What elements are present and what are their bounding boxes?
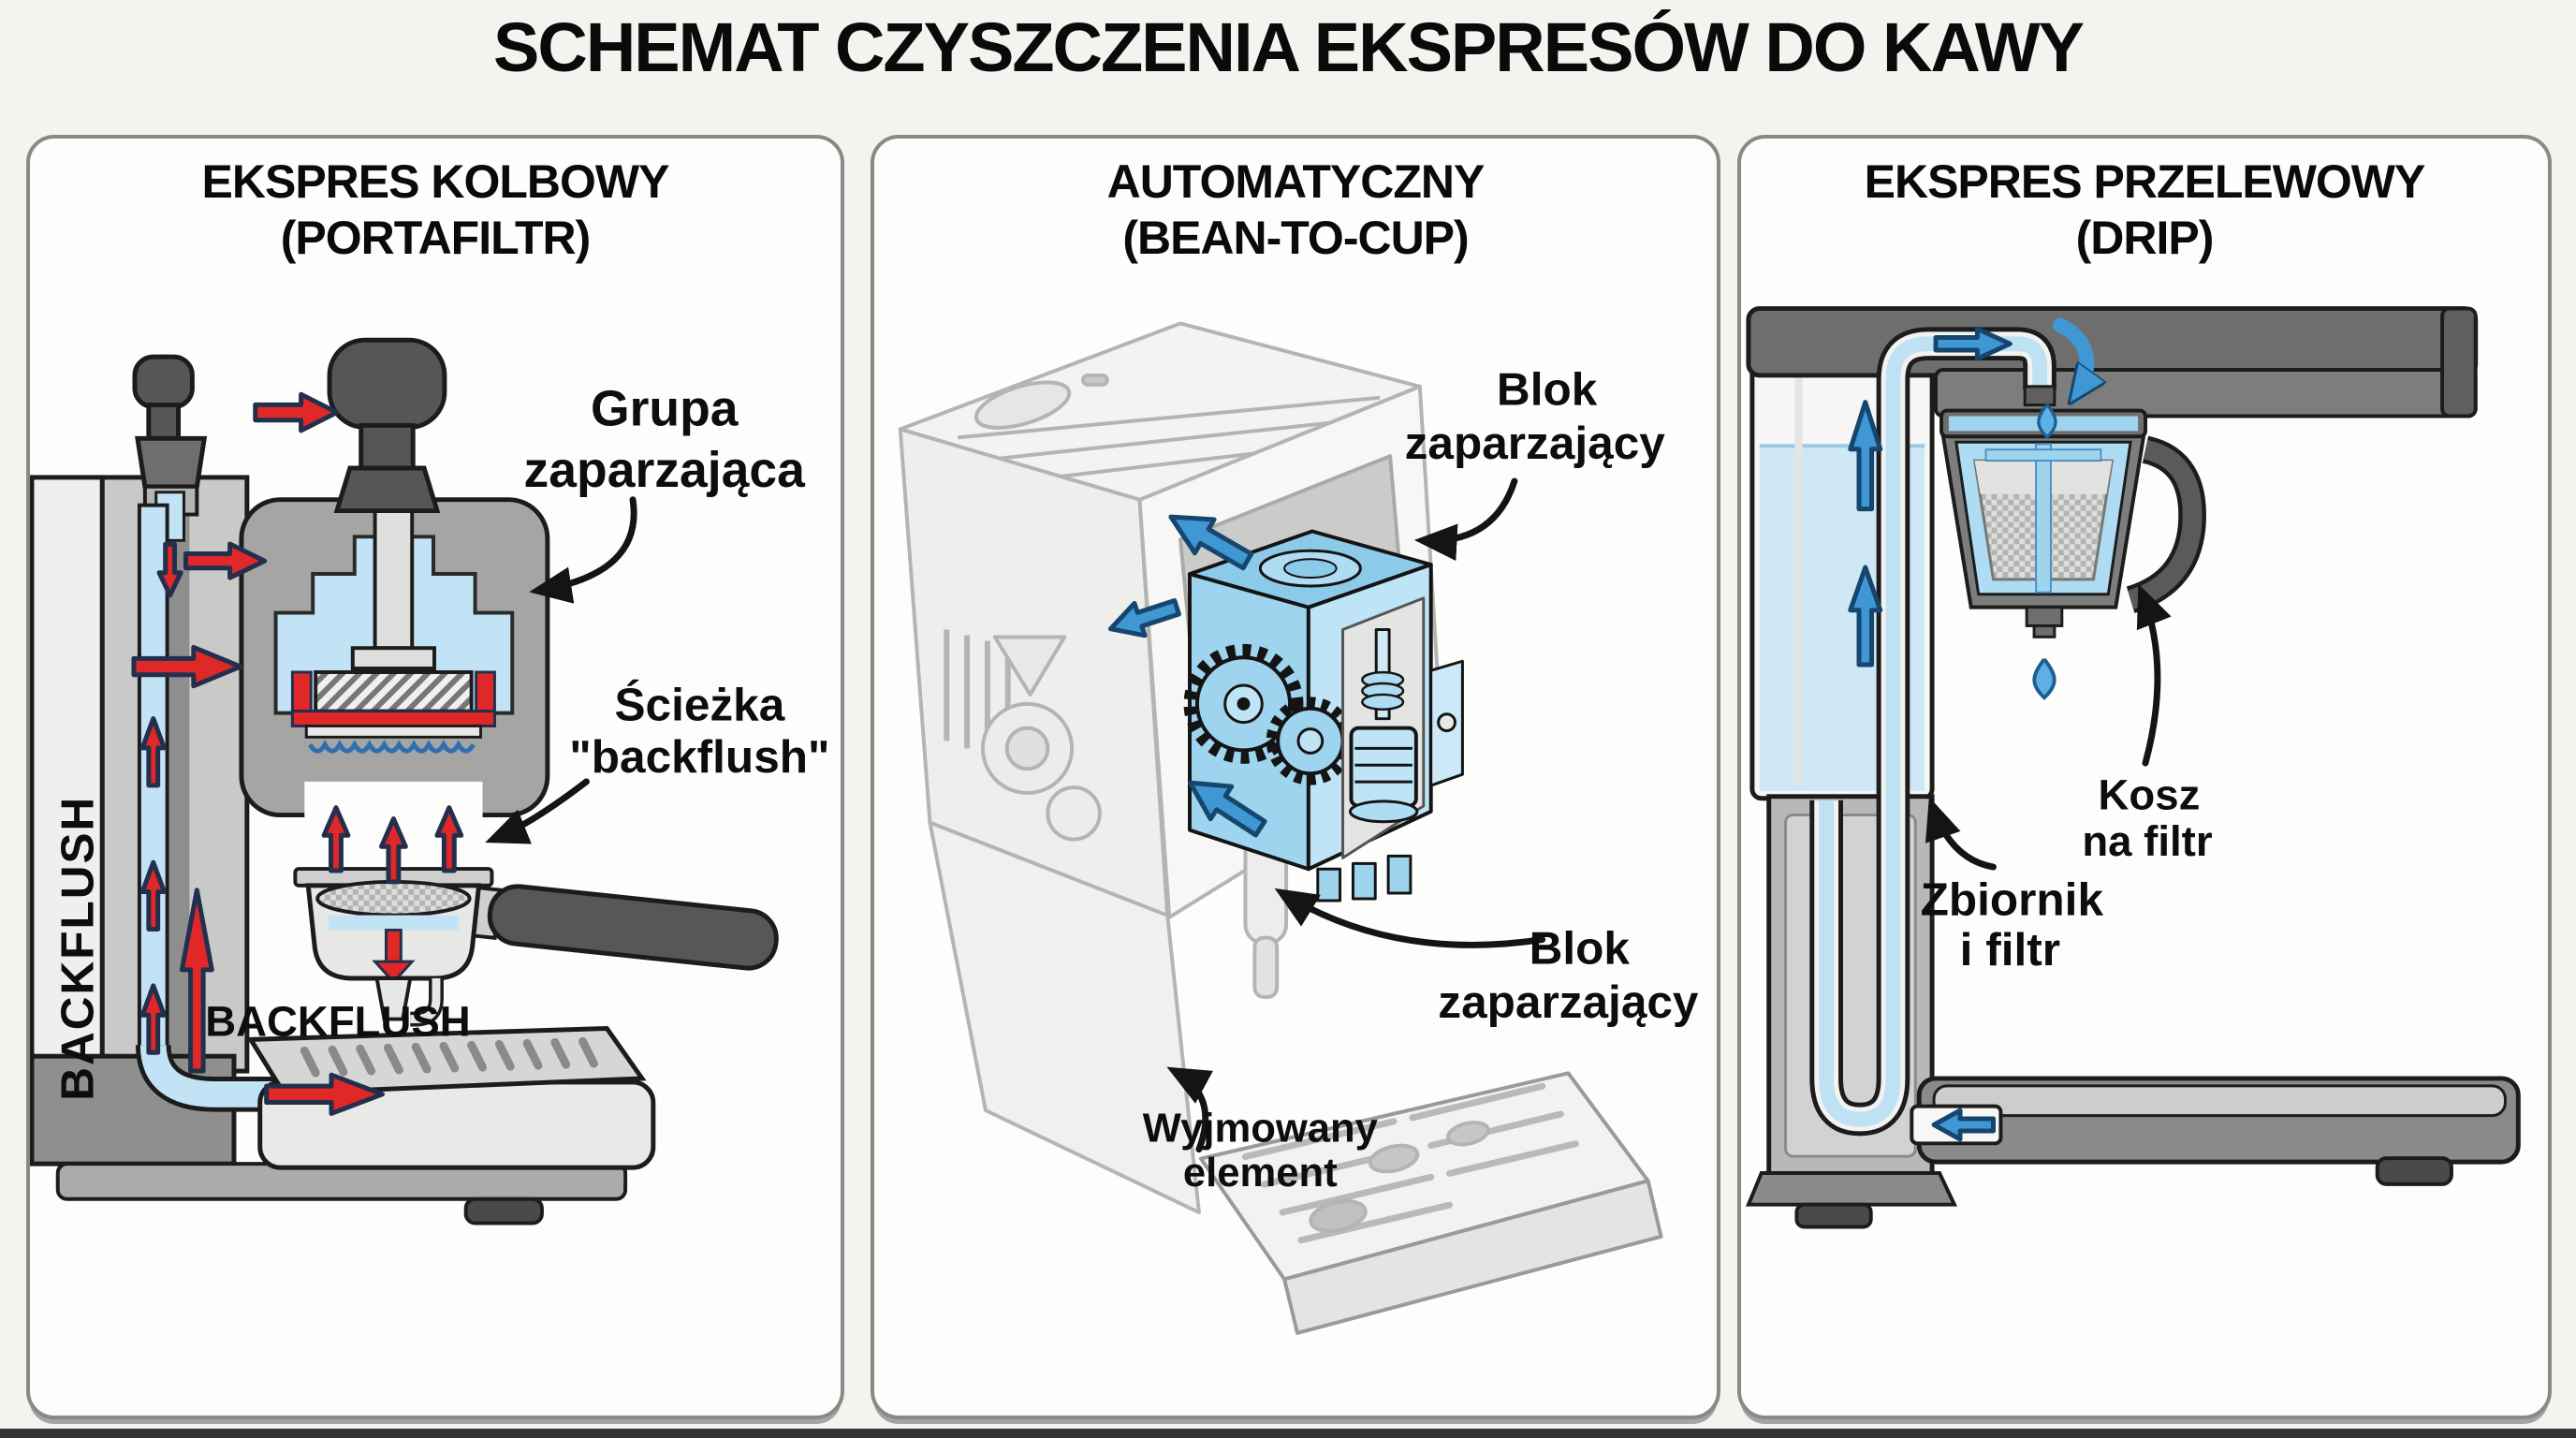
label-brew-group-line1: Grupa <box>591 381 739 436</box>
panel-drip-header: EKSPRES PRZELEWOWY (DRIP) <box>1741 139 2548 266</box>
annotation-arrow-brew-block-side <box>1274 888 1546 948</box>
label-filter-basket-line1: Kosz <box>2099 771 2201 819</box>
portafilter-spout <box>374 976 413 1021</box>
machine-column <box>1745 794 1958 1229</box>
tube-spout <box>2023 385 2056 407</box>
bottom-edge-strip <box>0 1429 2576 1438</box>
dispersion-block <box>314 670 474 713</box>
panel-portafilter-header-line2: (PORTAFILTR) <box>280 212 592 264</box>
label-tank-filter-line1: Zbiornik <box>1921 874 2104 926</box>
drip-machine-illustration: Kosz na filtr Zbiornik i filtr <box>1745 306 2521 1229</box>
filter-basket <box>1939 408 2206 638</box>
label-backflush-path-line1: Ścieżka <box>615 679 785 731</box>
machine-foot <box>1794 1202 1873 1229</box>
bean-to-cup-illustration: Blok zaparzający Blok zaparzający Wyjmow… <box>898 321 1699 1335</box>
warming-plate <box>1932 1084 2507 1118</box>
annotation-arrow-tank-filter <box>1925 797 1997 871</box>
annotation-arrow-brew-group <box>529 496 637 604</box>
brew-lever-knob <box>327 337 447 514</box>
machine-foot <box>2375 1156 2453 1186</box>
panel-drip-header-line1: EKSPRES PRZELEWOWY <box>1864 155 2426 208</box>
panel-drip-header-line2: (DRIP) <box>2075 212 2215 264</box>
label-removable-line1: Wyjmowany <box>1143 1107 1379 1152</box>
coffee-puck <box>315 879 472 917</box>
portafilter-illustration: Grupa zaparzająca Ścieżka "backflush" BA… <box>30 337 829 1225</box>
group-head <box>239 482 550 819</box>
label-backflush-horizontal: BACKFLUSH <box>205 997 470 1045</box>
page-title: SCHEMAT CZYSZCZENIA EKSPRESÓW DO KAWY <box>493 8 2085 86</box>
basket-handle <box>2127 440 2203 609</box>
pump-junction <box>1910 1104 2003 1146</box>
portafilter-handle <box>468 884 779 971</box>
annotation-arrow-removable <box>1166 1066 1213 1153</box>
label-brew-block-top-line1: Blok <box>1497 363 1598 416</box>
water-tube <box>1809 327 2056 1137</box>
label-backflush-vertical: BACKFLUSH <box>51 796 103 1101</box>
panel-automatic-header: AUTOMATYCZNY (BEAN-TO-CUP) <box>874 139 1717 266</box>
panel-portafilter-header: EKSPRES KOLBOWY (PORTAFILTR) <box>30 139 841 266</box>
brew-piston <box>1349 726 1418 808</box>
shower-screen <box>304 724 483 739</box>
label-brew-block-side-line1: Blok <box>1530 921 1631 974</box>
water-droplet <box>2032 657 2056 700</box>
machine-foot <box>463 1196 544 1225</box>
label-tank-filter-line2: i filtr <box>1960 924 2060 976</box>
label-removable-line2: element <box>1183 1151 1338 1196</box>
label-brew-group-line2: zaparzająca <box>524 443 807 498</box>
panel-portafilter-header-line1: EKSPRES KOLBOWY <box>201 155 670 208</box>
label-filter-basket-line2: na filtr <box>2082 817 2212 865</box>
water-droplet <box>2037 403 2057 440</box>
group-gasket <box>290 710 496 727</box>
brew-block <box>1183 529 1464 902</box>
warming-base <box>1916 1076 2521 1186</box>
label-brew-block-side-line2: zaparzający <box>1438 976 1699 1028</box>
panel-drip: EKSPRES PRZELEWOWY (DRIP) <box>1737 135 2552 1419</box>
panel-automatic-header-line1: AUTOMATYCZNY <box>1106 155 1486 208</box>
pour-arrow <box>2052 317 2087 395</box>
label-backflush-path-line2: "backflush" <box>569 731 829 783</box>
panel-automatic: AUTOMATYCZNY (BEAN-TO-CUP) <box>871 135 1720 1419</box>
panel-automatic-header-line2: (BEAN-TO-CUP) <box>1122 212 1469 264</box>
panel-portafilter: EKSPRES KOLBOWY (PORTAFILTR) <box>26 135 844 1419</box>
annotation-arrow-brew-block-top <box>1413 477 1518 562</box>
label-brew-block-top-line2: zaparzający <box>1405 417 1666 469</box>
annotation-arrow-backflush-path <box>485 778 590 844</box>
annotation-arrow-filter-basket <box>2136 583 2172 767</box>
